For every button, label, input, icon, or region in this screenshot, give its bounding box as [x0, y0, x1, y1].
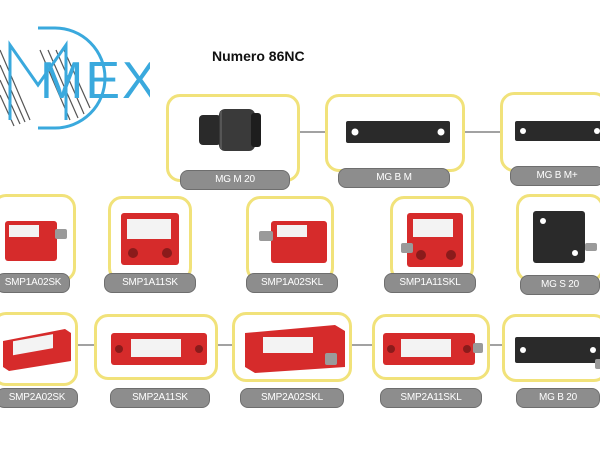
product-card-smp2a02sk[interactable]	[0, 312, 78, 386]
bar-sensor-icon	[515, 121, 600, 141]
logo-d-icon	[38, 26, 107, 130]
product-card-smp1a02sk[interactable]	[0, 194, 76, 282]
product-label: SMP2A11SK	[110, 388, 210, 408]
red-bar-sensor-icon	[111, 333, 207, 365]
red-block-sensor-icon	[5, 221, 67, 261]
product-label: SMP1A11SKL	[384, 273, 476, 293]
product-label: MG B M	[338, 168, 450, 188]
red-bar-sensor-icon	[383, 333, 483, 365]
product-card-mg-s-20[interactable]	[516, 194, 600, 282]
red-bar-sensor-icon	[245, 325, 345, 373]
product-card-mg-b-m[interactable]	[325, 94, 465, 172]
product-label: MG M 20	[180, 170, 290, 190]
cylinder-sensor-icon	[199, 109, 261, 151]
product-card-smp2a11skl[interactable]	[372, 314, 490, 380]
product-label: MG S 20	[520, 275, 600, 295]
red-block-sensor-icon	[259, 221, 327, 263]
product-card-smp1a11sk[interactable]	[108, 196, 192, 282]
red-bar-sensor-icon	[3, 329, 71, 371]
product-label: SMP1A11SK	[104, 273, 196, 293]
product-label: SMP2A02SK	[0, 388, 78, 408]
product-card-smp1a11skl[interactable]	[390, 196, 474, 282]
product-label: SMP2A02SKL	[240, 388, 344, 408]
product-label: SMP2A11SKL	[380, 388, 482, 408]
black-cube-sensor-icon	[533, 211, 597, 263]
red-block-sensor-icon	[121, 213, 179, 265]
mex-logo: MEX	[0, 26, 150, 130]
product-label: SMP1A02SK	[0, 273, 70, 293]
logo-text: MEX	[40, 52, 150, 110]
black-bar-sensor-icon	[515, 337, 600, 369]
product-label: SMP1A02SKL	[246, 273, 338, 293]
red-block-sensor-icon	[401, 213, 463, 267]
bar-sensor-icon	[346, 121, 450, 143]
product-card-mg-b-20[interactable]	[502, 314, 600, 382]
product-card-smp1a02skl[interactable]	[246, 196, 334, 282]
logo-m-icon	[8, 40, 68, 120]
product-card-smp2a11sk[interactable]	[94, 314, 218, 380]
product-label: MG B 20	[516, 388, 600, 408]
product-card-smp2a02skl[interactable]	[232, 312, 352, 382]
page-title: Numero 86NC	[212, 48, 305, 64]
product-label: MG B M+	[510, 166, 600, 186]
product-card-mg-m-20[interactable]	[166, 94, 300, 182]
product-card-mg-b-m-plus[interactable]	[500, 92, 600, 172]
